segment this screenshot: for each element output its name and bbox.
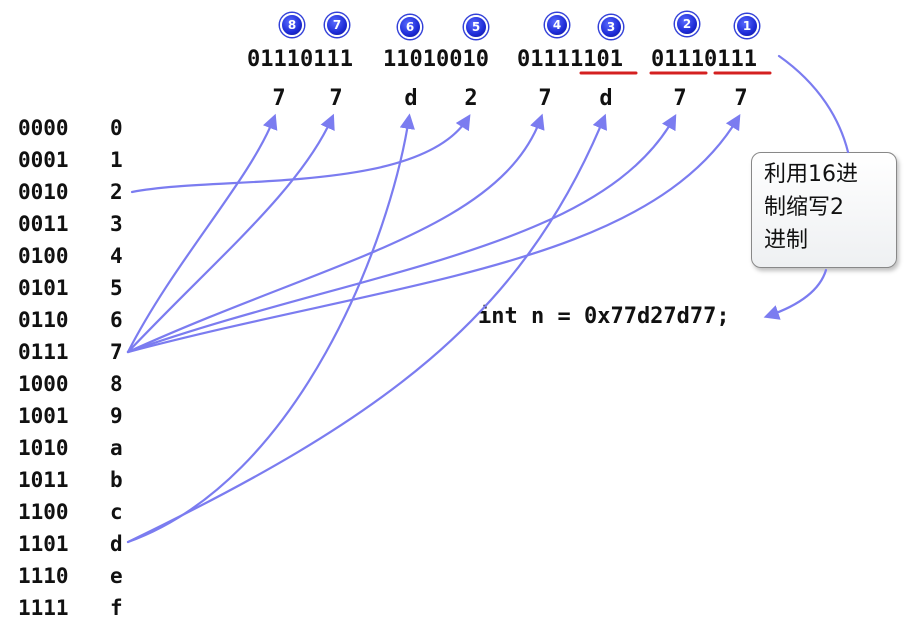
table-hex: a (110, 436, 123, 460)
hex-digit-6: d (404, 86, 418, 111)
arrow-7-to-digit-7 (126, 113, 335, 354)
binary-byte-1: 01110111 (247, 47, 353, 72)
table-hex: 8 (110, 372, 123, 396)
table-row: 1010 a (18, 432, 123, 464)
table-hex: 4 (110, 244, 123, 268)
arrow-2-to-digit-5 (130, 114, 471, 194)
table-hex: e (110, 564, 123, 588)
table-row: 1110 e (18, 560, 123, 592)
table-row: 0101 5 (18, 272, 123, 304)
table-row: 1000 8 (18, 368, 123, 400)
table-row: 1100 c (18, 496, 123, 528)
table-row: 0011 3 (18, 208, 123, 240)
table-hex: 6 (110, 308, 123, 332)
badge-1: 1 (735, 14, 759, 38)
table-bin: 1100 (18, 500, 69, 524)
table-row: 1111 f (18, 592, 123, 624)
table-hex: 3 (110, 212, 123, 236)
binary-byte-3: 01111101 (517, 47, 623, 72)
table-bin: 1001 (18, 404, 69, 428)
badge-2: 2 (675, 12, 699, 36)
table-bin: 0111 (18, 340, 69, 364)
table-hex: b (110, 468, 123, 492)
callout-line-2: 制缩写2 (764, 195, 844, 220)
table-row: 1001 9 (18, 400, 123, 432)
table-row: 0111 7 (18, 336, 123, 368)
table-hex: 9 (110, 404, 123, 428)
badge-5: 5 (464, 15, 488, 39)
table-hex: 5 (110, 276, 123, 300)
table-hex: d (110, 532, 123, 556)
table-bin: 1111 (18, 596, 69, 620)
table-bin: 0110 (18, 308, 69, 332)
table-hex: f (110, 596, 123, 620)
hex-digit-3: d (599, 86, 613, 111)
table-bin: 1011 (18, 468, 69, 492)
hex-digit-4: 7 (538, 86, 552, 111)
callout-box: 利用16进 制缩写2 进制 (751, 152, 897, 268)
badge-4: 4 (545, 13, 569, 37)
arrow-7-to-digit-1 (126, 114, 741, 354)
table-bin: 0010 (18, 180, 69, 204)
table-bin: 0101 (18, 276, 69, 300)
hex-digit-1: 7 (734, 86, 748, 111)
table-hex: 7 (110, 340, 123, 364)
arrow-d-to-digit-6 (126, 113, 415, 544)
code-line: int n = 0x77d27d77; (478, 304, 730, 329)
table-bin: 0000 (18, 116, 69, 140)
table-row: 0010 2 (18, 176, 123, 208)
table-hex: 0 (110, 116, 123, 140)
arrow-d-to-digit-3 (126, 113, 607, 544)
badge-6: 6 (398, 15, 422, 39)
arrow-7-to-digit-2 (126, 113, 677, 354)
badge-8: 8 (280, 13, 304, 37)
table-bin: 1010 (18, 436, 69, 460)
hex-digit-5: 2 (464, 86, 478, 111)
table-bin: 0011 (18, 212, 69, 236)
table-hex: 1 (110, 148, 123, 172)
callout-line-3: 进制 (764, 228, 809, 253)
badge-7: 7 (325, 13, 349, 37)
hex-digit-2: 7 (673, 86, 687, 111)
table-bin: 1110 (18, 564, 69, 588)
arrow-7-to-digit-8 (126, 113, 278, 354)
hex-digit-7: 7 (329, 86, 343, 111)
callout-line-1: 利用16进 (764, 162, 858, 187)
arrow-callout-to-code (763, 268, 828, 320)
arrow-7-to-digit-4 (126, 113, 545, 354)
table-row: 1011 b (18, 464, 123, 496)
table-bin: 0001 (18, 148, 69, 172)
table-row: 0100 4 (18, 240, 123, 272)
table-hex: c (110, 500, 123, 524)
badge-3: 3 (599, 15, 623, 39)
table-hex: 2 (110, 180, 123, 204)
binary-byte-4: 01110111 (651, 47, 757, 72)
hex-digit-8: 7 (272, 86, 286, 111)
table-row: 1101 d (18, 528, 123, 560)
table-bin: 1000 (18, 372, 69, 396)
table-row: 0001 1 (18, 144, 123, 176)
arrow-binary-to-callout (777, 54, 850, 154)
table-bin: 0100 (18, 244, 69, 268)
binary-byte-2: 11010010 (383, 47, 489, 72)
table-bin: 1101 (18, 532, 69, 556)
table-row: 0110 6 (18, 304, 123, 336)
